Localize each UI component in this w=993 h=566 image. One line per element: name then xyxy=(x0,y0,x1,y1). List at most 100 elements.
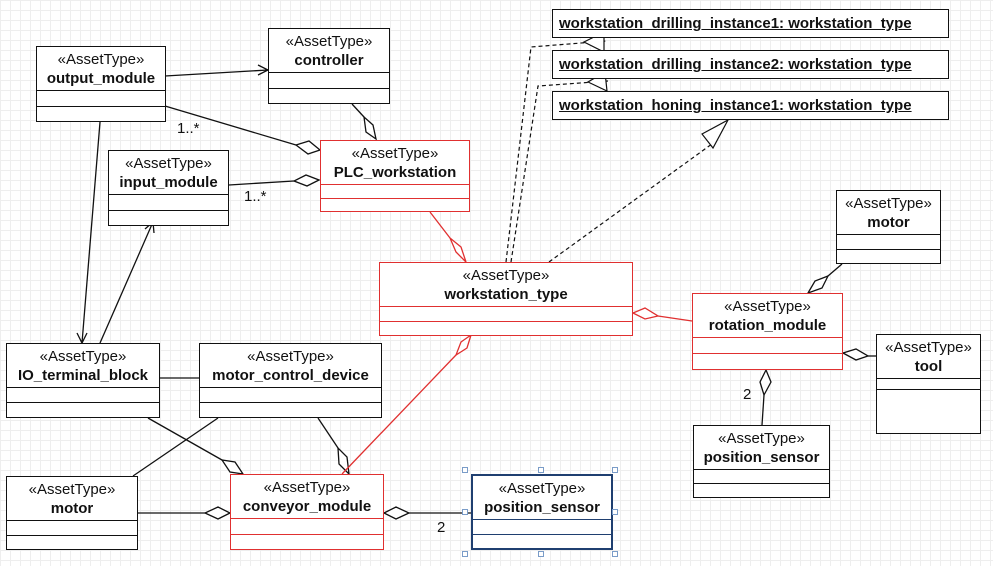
stereotype-label: «AssetType» xyxy=(125,155,212,172)
instance-label-honing1: workstation_honing_instance1: workstatio… xyxy=(559,97,912,114)
instanceof-honing1[interactable] xyxy=(548,118,730,263)
resize-handle-nw[interactable] xyxy=(462,467,468,473)
attributes-compartment xyxy=(37,90,165,106)
association-output-controller[interactable] xyxy=(164,64,270,77)
stereotype-label: «AssetType» xyxy=(351,145,439,162)
stereotype-label: «AssetType» xyxy=(28,481,116,498)
stereotype-label: «AssetType» xyxy=(462,267,550,284)
operations-compartment xyxy=(231,533,383,550)
aggregation-tool-rotation[interactable] xyxy=(841,348,876,361)
resize-handle-se[interactable] xyxy=(612,551,618,557)
attributes-compartment xyxy=(200,387,381,402)
aggregation-plc-workstation[interactable] xyxy=(429,211,467,263)
stereotype-label: «AssetType» xyxy=(724,298,811,315)
class-name: position_sensor xyxy=(703,449,820,466)
association-io-input[interactable] xyxy=(99,220,155,344)
aggregation-conveyor-workstation[interactable] xyxy=(341,333,473,475)
stereotype-label: «AssetType» xyxy=(57,51,145,68)
aggregation-sensor-rotation[interactable] xyxy=(759,368,772,426)
class-name: motor xyxy=(867,214,910,231)
class-name: PLC_workstation xyxy=(333,164,457,181)
class-io-terminal-block[interactable]: «AssetType» IO_terminal_block xyxy=(6,343,160,418)
class-motor-control-device[interactable]: «AssetType» motor_control_device xyxy=(199,343,382,418)
class-name: motor_control_device xyxy=(212,367,369,384)
operations-compartment xyxy=(693,353,842,369)
class-name: tool xyxy=(914,358,943,375)
class-name: controller xyxy=(294,52,364,69)
resize-handle-sw[interactable] xyxy=(462,551,468,557)
attributes-compartment xyxy=(7,387,159,402)
class-controller[interactable]: «AssetType»controller xyxy=(268,28,390,104)
attributes-compartment xyxy=(380,306,632,321)
instance-box-drilling2[interactable]: workstation_drilling_instance2: workstat… xyxy=(552,50,949,79)
multiplicity-input-plc: 1..* xyxy=(244,188,267,205)
class-conveyor-module[interactable]: «AssetType»conveyor_module xyxy=(230,474,384,550)
class-input-module[interactable]: «AssetType» input_module xyxy=(108,150,229,226)
operations-compartment xyxy=(837,248,940,264)
aggregation-io-conveyor[interactable] xyxy=(147,417,245,475)
stereotype-label: «AssetType» xyxy=(263,479,351,496)
attributes-compartment xyxy=(693,337,842,353)
resize-handle-ne[interactable] xyxy=(612,467,618,473)
aggregation-controller-plc[interactable] xyxy=(351,103,377,141)
class-name: input_module xyxy=(119,174,218,191)
association-motorcontrol-motor[interactable] xyxy=(132,417,219,477)
attributes-compartment xyxy=(473,519,611,534)
operations-compartment xyxy=(473,533,611,549)
class-rotation-module[interactable]: «AssetType» rotation_module xyxy=(692,293,843,370)
class-tool[interactable]: «AssetType» tool xyxy=(876,334,981,434)
multiplicity-rotation-sensor: 2 xyxy=(743,386,752,403)
stereotype-label: «AssetType» xyxy=(885,339,972,356)
class-workstation-type[interactable]: «AssetType»workstation_type xyxy=(379,262,633,336)
stereotype-label: «AssetType» xyxy=(39,348,127,365)
attributes-compartment xyxy=(837,234,940,249)
class-plc-workstation[interactable]: «AssetType» PLC_workstation xyxy=(320,140,470,212)
stereotype-label: «AssetType» xyxy=(718,430,805,447)
operations-compartment xyxy=(37,105,165,122)
aggregation-motor-rotation[interactable] xyxy=(806,263,843,295)
instance-label-drilling2: workstation_drilling_instance2: workstat… xyxy=(559,56,912,73)
attributes-compartment xyxy=(109,194,228,210)
attributes-compartment xyxy=(877,378,980,389)
operations-compartment xyxy=(321,197,469,212)
stereotype-label: «AssetType» xyxy=(247,348,334,365)
aggregation-output-plc[interactable] xyxy=(164,105,322,155)
class-output-module[interactable]: «AssetType» output_module xyxy=(36,46,166,122)
class-name: IO_terminal_block xyxy=(17,367,149,384)
instance-box-drilling1[interactable]: workstation_drilling_instance1: workstat… xyxy=(552,9,949,38)
attributes-compartment xyxy=(7,520,137,535)
attributes-compartment xyxy=(231,518,383,534)
resize-handle-w[interactable] xyxy=(462,509,468,515)
multiplicity-conveyor-sensor: 2 xyxy=(437,519,446,536)
class-name: position_sensor xyxy=(484,499,600,516)
operations-compartment xyxy=(269,87,389,104)
aggregation-motorcontrol-conveyor[interactable] xyxy=(317,417,350,476)
operations-compartment xyxy=(877,389,980,433)
operations-compartment xyxy=(109,209,228,226)
operations-compartment xyxy=(200,402,381,417)
resize-handle-s[interactable] xyxy=(538,551,544,557)
class-position-sensor-right[interactable]: «AssetType» position_sensor xyxy=(693,425,830,498)
resize-handle-n[interactable] xyxy=(538,467,544,473)
class-position-sensor-bottom[interactable]: «AssetType» position_sensor xyxy=(471,474,613,550)
class-motor-bottom[interactable]: «AssetType»motor xyxy=(6,476,138,550)
attributes-compartment xyxy=(694,469,829,483)
stereotype-label: «AssetType» xyxy=(845,195,932,212)
aggregation-motor-conveyor[interactable] xyxy=(138,506,232,520)
class-name: rotation_module xyxy=(708,317,827,334)
aggregation-input-plc[interactable] xyxy=(228,174,321,187)
class-name: output_module xyxy=(46,70,156,87)
attributes-compartment xyxy=(269,72,389,88)
operations-compartment xyxy=(7,402,159,417)
multiplicity-output-plc: 1..* xyxy=(177,120,200,137)
association-output-io[interactable] xyxy=(76,121,101,345)
class-motor-top[interactable]: «AssetType» motor xyxy=(836,190,941,264)
operations-compartment xyxy=(7,534,137,550)
operations-compartment xyxy=(380,320,632,336)
aggregation-sensor-conveyor[interactable] xyxy=(382,506,471,520)
stereotype-label: «AssetType» xyxy=(498,480,586,497)
resize-handle-e[interactable] xyxy=(612,509,618,515)
attributes-compartment xyxy=(321,184,469,198)
instance-box-honing1[interactable]: workstation_honing_instance1: workstatio… xyxy=(552,91,949,120)
aggregation-rotation-workstation[interactable] xyxy=(631,307,693,322)
